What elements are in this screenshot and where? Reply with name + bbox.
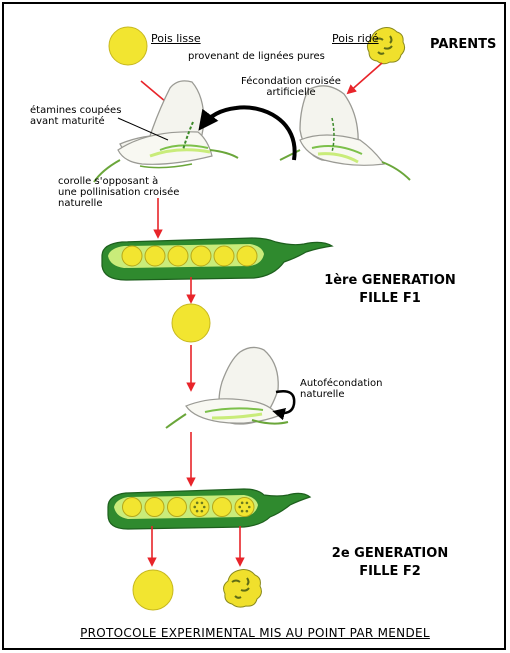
footer-caption: PROTOCOLE EXPERIMENTAL MIS AU POINT PAR … xyxy=(30,628,480,639)
pod-pea-smooth xyxy=(168,246,188,266)
wrinkle-spot xyxy=(238,506,241,509)
arrow-parent-right xyxy=(348,63,382,93)
f2-pea-smooth xyxy=(133,570,173,610)
flower-left xyxy=(94,81,238,182)
corolla-label: corolle s'opposant à une pollinisation c… xyxy=(58,176,179,209)
self-fertilization-label: Autofécondation naturelle xyxy=(300,378,382,400)
parent-pea-smooth xyxy=(109,27,147,65)
flower-right xyxy=(280,86,410,180)
wrinkle-spot xyxy=(193,506,196,509)
pod-pea-smooth xyxy=(122,246,142,266)
wrinkle-spot xyxy=(248,506,251,509)
f1-pea xyxy=(172,304,210,342)
wrinkle-spot xyxy=(246,510,249,513)
pod-pea-smooth xyxy=(145,498,164,517)
pod-pea-smooth xyxy=(168,498,187,517)
cross-fertilization-label: Fécondation croisée artificielle xyxy=(232,76,350,98)
self-fertilization-arrow xyxy=(276,391,294,413)
pod-pea-wrinkled xyxy=(235,498,254,517)
pod-pea-smooth xyxy=(213,498,232,517)
wrinkle-spot xyxy=(203,506,206,509)
pod-pea-smooth xyxy=(145,246,165,266)
pod-pea-smooth xyxy=(214,246,234,266)
parents-title: PARENTS xyxy=(430,36,496,54)
f2-pea-wrinkled xyxy=(224,570,262,608)
f1-generation-label: 1ère GENERATION FILLE F1 xyxy=(290,272,490,308)
wrinkle-spot xyxy=(241,502,244,505)
cross-fertilization-arrow xyxy=(202,107,295,160)
pod-pea-smooth xyxy=(237,246,257,266)
label-wrinkled-pea: Pois ridé xyxy=(332,33,379,44)
pod-pea-wrinkled xyxy=(190,498,209,517)
wrinkle-spot xyxy=(241,510,244,513)
stamens-label: étamines coupées avant maturité xyxy=(30,105,121,127)
wrinkle-spot xyxy=(196,510,199,513)
f2-generation-label: 2e GENERATION FILLE F2 xyxy=(290,545,490,581)
wrinkle-spot xyxy=(201,510,204,513)
wrinkle-spot xyxy=(196,502,199,505)
pod-pea-smooth xyxy=(191,246,211,266)
wrinkle-spot xyxy=(201,502,204,505)
flower-f1 xyxy=(166,347,288,428)
pod-pea-smooth xyxy=(123,498,142,517)
label-smooth-pea: Pois lisse xyxy=(151,33,201,44)
wrinkle-spot xyxy=(246,502,249,505)
origin-note: provenant de lignées pures xyxy=(188,51,325,62)
